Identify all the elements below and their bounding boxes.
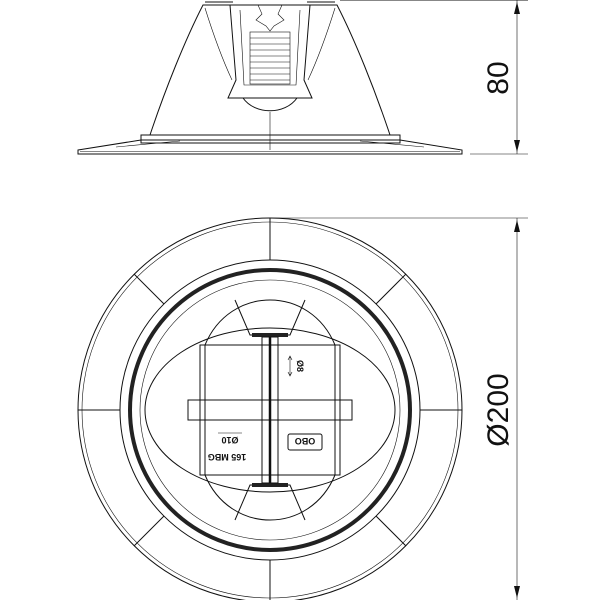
hole-small-label: Ø8 [295,360,305,372]
diameter-label: Ø200 [482,373,515,446]
model-label: 165 MBG [208,452,247,462]
ratchet-lines [250,37,290,81]
hole-large-label: Ø10 [221,435,238,445]
side-view [77,1,463,155]
brand-logo: OBO [295,436,316,446]
spokes [78,218,462,600]
top-view: Ø8 Ø10 165 MBG OBO [77,217,463,600]
height-label: 80 [482,61,515,94]
height-dimension: 80 [340,0,528,155]
diameter-dimension: Ø200 [270,217,528,600]
